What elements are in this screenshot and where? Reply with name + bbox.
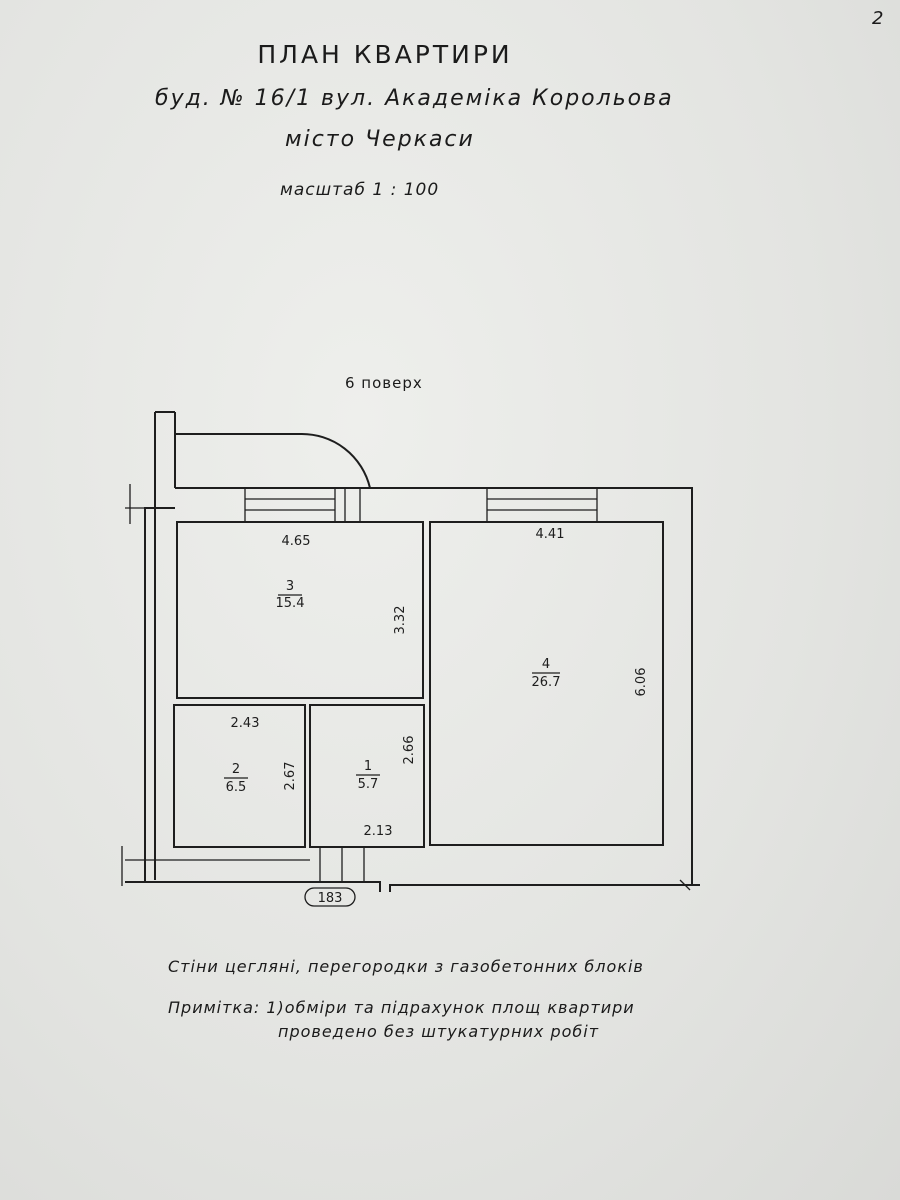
document-title: ПЛАН КВАРТИРИ bbox=[257, 40, 513, 69]
room-2-number: 2 bbox=[232, 762, 240, 777]
room-1-height: 2.66 bbox=[402, 736, 417, 765]
room-4-height: 6.06 bbox=[634, 668, 649, 697]
room-2-width: 2.43 bbox=[231, 716, 260, 731]
address-line: буд. № 16/1 вул. Академіка Корольова bbox=[155, 86, 674, 111]
room-1-width: 2.13 bbox=[364, 824, 393, 839]
room-1-area: 5.7 bbox=[358, 777, 379, 792]
floor-label: 6 поверх bbox=[345, 374, 423, 392]
walls-note: Стіни цегляні, перегородки з газобетонни… bbox=[168, 957, 644, 976]
note-line-2: проведено без штукатурних робіт bbox=[278, 1022, 600, 1041]
room-3-height: 3.32 bbox=[393, 606, 408, 635]
room-4-area: 26.7 bbox=[532, 675, 561, 690]
room-2-height: 2.67 bbox=[283, 762, 298, 791]
room-1 bbox=[309, 704, 425, 848]
room-1-number: 1 bbox=[364, 759, 372, 774]
room-2 bbox=[173, 704, 306, 848]
room-3 bbox=[176, 521, 424, 699]
city-line: місто Черкаси bbox=[285, 127, 475, 152]
door-label: 183 bbox=[318, 891, 343, 906]
page-number: 2 bbox=[872, 8, 885, 29]
room-4-width: 4.41 bbox=[536, 527, 565, 542]
room-2-area: 6.5 bbox=[226, 780, 247, 795]
room-4 bbox=[429, 521, 664, 846]
entrance-door: 183 bbox=[304, 847, 365, 907]
room-3-number: 3 bbox=[286, 579, 294, 594]
outer-walls bbox=[121, 411, 700, 892]
room-3-width: 4.65 bbox=[282, 534, 311, 549]
room-3-area: 15.4 bbox=[276, 596, 305, 611]
note-line-1: Примітка: 1)обміри та підрахунок площ кв… bbox=[168, 998, 635, 1017]
windows bbox=[244, 487, 598, 523]
room-4-number: 4 bbox=[542, 657, 550, 672]
scale-label: масштаб 1 : 100 bbox=[280, 180, 440, 200]
